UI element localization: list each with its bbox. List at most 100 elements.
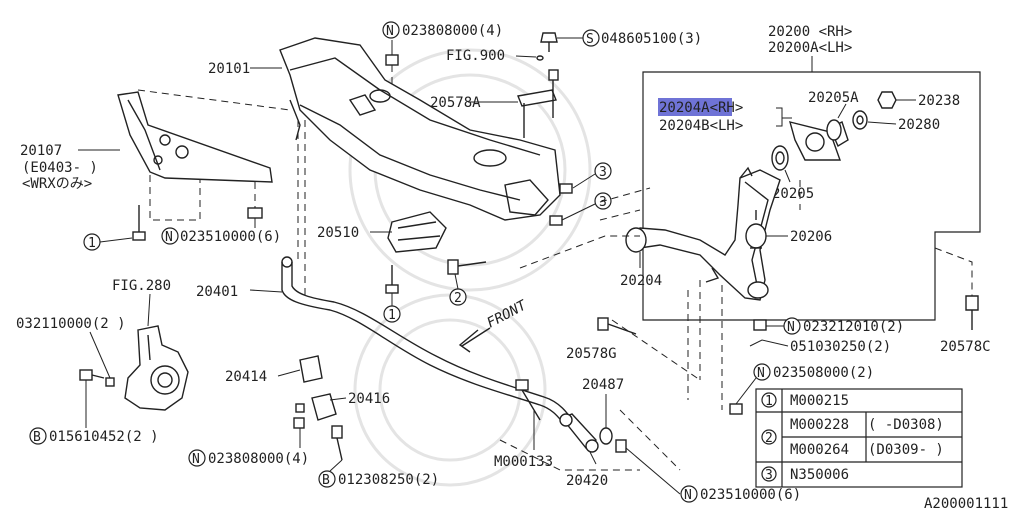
label-015610452: 015610452(2 ): [49, 429, 159, 445]
bolt-20578C: [965, 295, 979, 330]
b-circle-015610452: [29, 427, 47, 445]
bushing-20487: [599, 427, 613, 445]
bolt-1-left: [132, 205, 146, 241]
label-20578C: 20578C: [940, 339, 991, 355]
ref-circle-3-a: [594, 162, 612, 180]
fig900-clip: [536, 55, 544, 61]
b-circle-012308250: [318, 470, 336, 488]
label-20238: 20238: [918, 93, 960, 109]
n-marker-left: N: [165, 230, 173, 245]
knuckle-fig280: [124, 325, 189, 411]
n-marker-023508000: N: [757, 366, 765, 381]
nut-20238: [877, 91, 897, 109]
label-023508000: 023508000(2): [773, 365, 874, 381]
table-code-3: N350006: [790, 467, 849, 483]
n-marker-bottom: N: [192, 452, 200, 467]
label-20204: 20204: [620, 273, 662, 289]
label-fig900: FIG.900: [446, 48, 505, 64]
control-arm: [625, 166, 781, 301]
n-circle-top: [382, 21, 400, 39]
label-023808000-bottom: 023808000(4): [208, 451, 309, 467]
n-marker-023510000-bottom: N: [684, 488, 692, 503]
n-circle-left: [161, 227, 179, 245]
nut-top: [385, 54, 399, 66]
label-20107-wrx: <WRXのみ>: [22, 176, 92, 192]
label-20578G: 20578G: [566, 346, 617, 362]
nut-023510000-bottom: [615, 439, 627, 453]
b-marker-012308250: B: [322, 473, 330, 488]
n-marker-top: N: [386, 24, 394, 39]
label-20420: 20420: [566, 473, 608, 489]
highlight-20204A: [658, 98, 732, 116]
table-code-1: M000215: [790, 393, 849, 409]
label-20107: 20107: [20, 143, 62, 159]
label-20205: 20205: [772, 186, 814, 202]
nut-3-a: [559, 183, 573, 194]
part-032110000: [105, 377, 115, 387]
bolt-015610452: [79, 369, 105, 381]
ref-3-a: 3: [599, 165, 607, 180]
brace-20107: [117, 91, 273, 183]
label-20401: 20401: [196, 284, 238, 300]
crossmember-20101: [279, 37, 561, 221]
table-code-2a: M000228: [790, 417, 849, 433]
stabilizer-bar-20401: [281, 256, 573, 426]
label-023510000-left: 023510000(6): [180, 229, 281, 245]
n-circle-023510000-bottom: [680, 485, 698, 503]
nut-20107: [247, 207, 263, 219]
bolt-20578G: [597, 317, 637, 335]
label-20205A: 20205A: [808, 90, 859, 106]
table-ref-circle-2: [761, 429, 777, 445]
table-ref-1: 1: [765, 394, 773, 409]
reference-table: [755, 388, 963, 488]
label-m000133: M000133: [494, 454, 553, 470]
label-20200: 20200 <RH>: [768, 24, 852, 40]
bushing-20414: [299, 355, 323, 383]
nut-023508000: [729, 403, 743, 415]
front-arrow-icon: [458, 327, 491, 353]
n-circle-bottom: [188, 449, 206, 467]
s-circle: [582, 29, 600, 47]
label-20200A: 20200A<LH>: [768, 40, 852, 56]
label-20487: 20487: [582, 377, 624, 393]
s-marker: S: [586, 32, 594, 47]
label-20204B: 20204B<LH>: [659, 118, 743, 134]
table-ref-2: 2: [765, 431, 773, 446]
nut-023212010: [753, 319, 767, 331]
b-marker-015610452: B: [33, 430, 41, 445]
nut-3-b: [549, 215, 563, 226]
bolt-012308250: [331, 425, 343, 461]
bracket-20578A: [517, 69, 559, 138]
ref-1-center: 1: [388, 308, 396, 323]
ref-3-b: 3: [599, 195, 607, 210]
table-ref-circle-3: [761, 466, 777, 482]
label-front: FRONT: [484, 297, 530, 332]
n-circle-023212010: [783, 317, 801, 335]
bracket-20416: [293, 393, 337, 429]
ref-2-center: 2: [454, 291, 462, 306]
washer-20280: [852, 110, 868, 130]
bolt-m000133: [515, 379, 541, 421]
label-051030250: 051030250(2): [790, 339, 891, 355]
table-ref-circle-1: [761, 392, 777, 408]
label-20107-date: (E0403- ): [22, 160, 98, 176]
label-023212010: 023212010(2): [803, 319, 904, 335]
footer-code: A200001111: [924, 496, 1008, 512]
bracket-20510: [387, 211, 447, 253]
label-023510000-bottom: 023510000(6): [700, 487, 801, 503]
label-20578A: 20578A: [430, 95, 481, 111]
n-marker-023212010: N: [787, 320, 795, 335]
screw-048605100: [540, 32, 558, 52]
n-circle-023508000: [753, 363, 771, 381]
bolt-2-center: [447, 259, 487, 275]
ref-1-left: 1: [88, 236, 96, 251]
label-20204A: 20204A<RH>: [659, 100, 743, 116]
table-range-2b: (D0309- ): [868, 442, 944, 458]
table-range-2a: ( -D0308): [868, 417, 944, 433]
table-ref-3: 3: [765, 468, 773, 483]
label-20206: 20206: [790, 229, 832, 245]
bolt-1-center: [385, 265, 399, 294]
label-fig280: FIG.280: [112, 278, 171, 294]
label-20510: 20510: [317, 225, 359, 241]
